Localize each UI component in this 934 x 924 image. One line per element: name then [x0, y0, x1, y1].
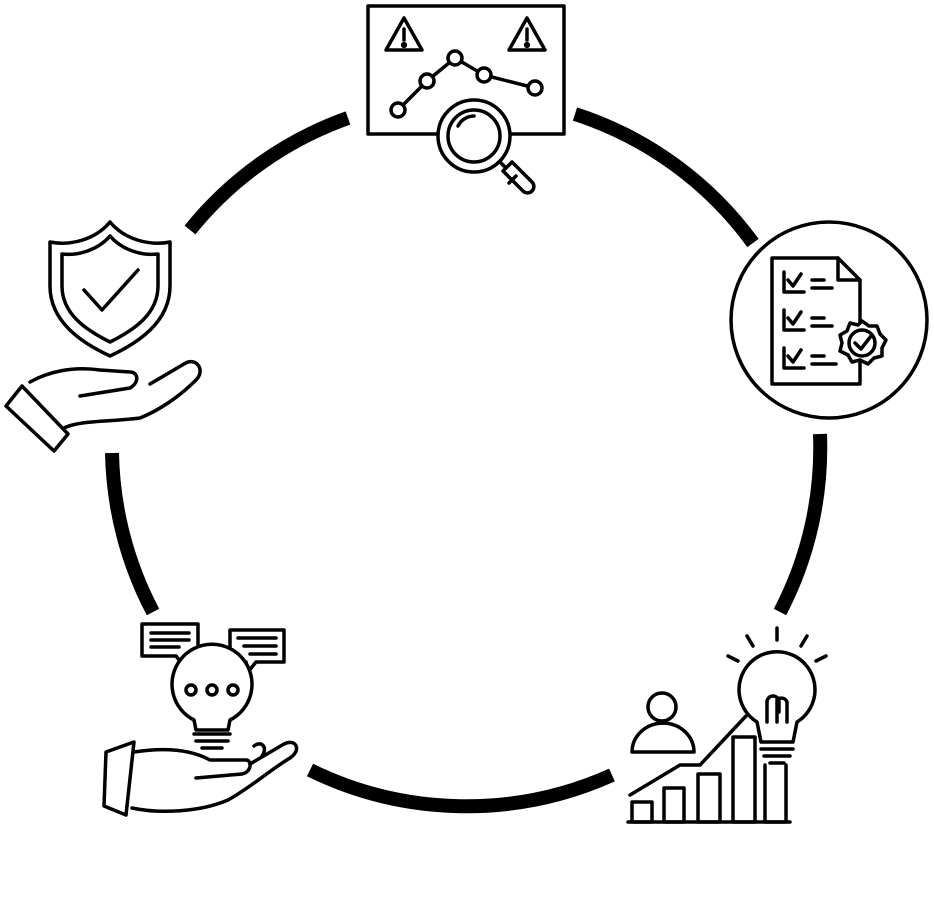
lightbulb-icon [726, 626, 828, 765]
ring-arc-bottom [306, 763, 615, 814]
warning-icon [384, 16, 424, 52]
cycle-ring [105, 107, 828, 814]
hand-shield-check-icon [4, 220, 202, 453]
lightbulb-icon [170, 642, 254, 750]
chart-warning-magnifier-icon [366, 4, 566, 195]
open-hand-icon [4, 359, 202, 453]
person-icon [630, 691, 696, 754]
magnifier-icon [436, 98, 536, 195]
checklist-approved-icon [729, 220, 929, 420]
warning-icon [507, 16, 547, 52]
hand-lightbulb-chat-icon [102, 622, 299, 817]
ring-arc-left [105, 452, 160, 616]
approved-badge-icon [838, 319, 888, 366]
ring-arc-top-left [184, 111, 351, 235]
ring-arc-top-right [572, 107, 759, 248]
growth-bars-icon [626, 714, 792, 824]
ring-arc-right [773, 433, 828, 616]
person-growth-idea-icon [626, 626, 828, 824]
shield-check-icon [48, 220, 172, 358]
open-hand-icon [102, 740, 299, 817]
